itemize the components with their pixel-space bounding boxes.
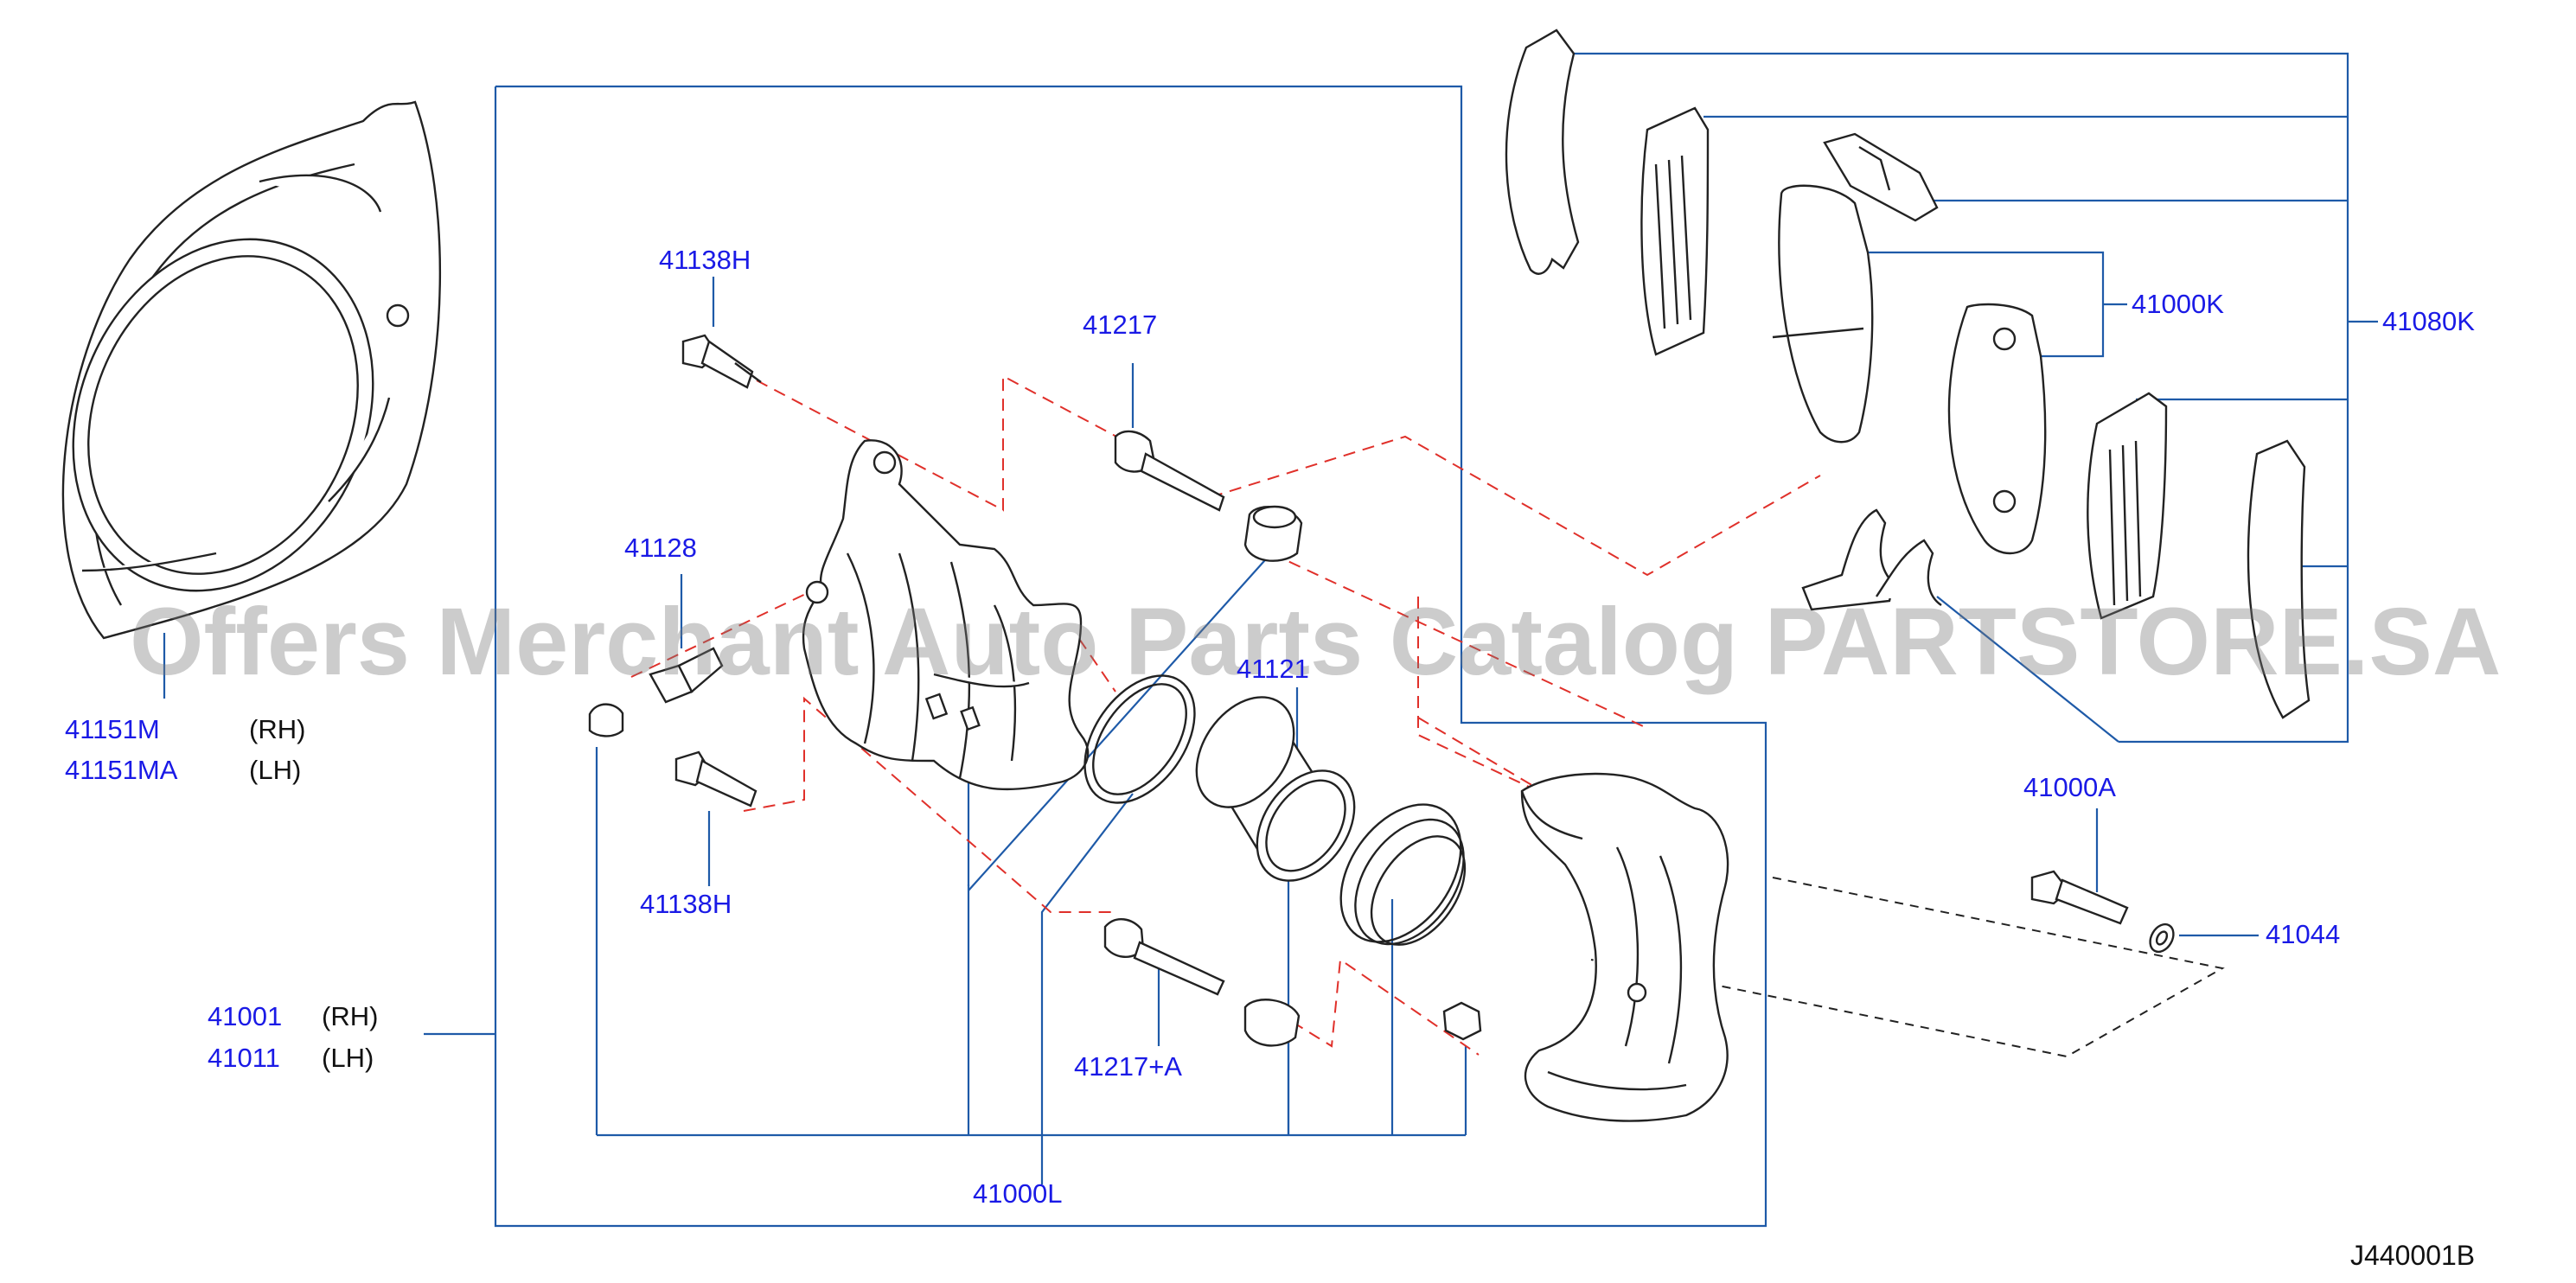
boot-bottom — [1243, 999, 1301, 1047]
label-41151m[interactable]: 41151M — [65, 714, 160, 744]
anti-rattle-clip-top — [1823, 132, 1939, 222]
label-41151ma[interactable]: 41151MA — [65, 755, 178, 785]
torque-member — [1520, 772, 1729, 1122]
shim-2 — [1640, 106, 1710, 356]
label-41011-side: (LH) — [322, 1043, 374, 1073]
pin-bottom — [1103, 918, 1225, 996]
bolt-top — [681, 334, 762, 389]
pad-retainer-clips — [1801, 508, 1942, 611]
shim-3 — [2087, 392, 2168, 620]
watermark: Offers Merchant Auto Parts Catalog PARTS… — [130, 589, 2502, 695]
dust-shield — [61, 100, 442, 640]
label-41128[interactable]: 41128 — [624, 533, 697, 563]
piston-seal — [1083, 674, 1196, 804]
label-41000k[interactable]: 41000K — [2132, 289, 2224, 319]
label-41138h-top[interactable]: 41138H — [659, 245, 751, 275]
piston — [1195, 696, 1356, 882]
bolt-dash-line — [1590, 877, 2225, 1058]
bleeder-cap — [1442, 1001, 1482, 1041]
assembly-dash-lines — [630, 374, 1821, 1056]
label-41000l[interactable]: 41000L — [973, 1178, 1063, 1209]
label-41121[interactable]: 41121 — [1237, 654, 1309, 684]
washer — [2149, 922, 2175, 954]
slide-bolt — [2030, 870, 2129, 925]
pin-top — [1114, 430, 1225, 512]
bolt-bottom — [674, 750, 757, 807]
label-41080k[interactable]: 41080K — [2382, 306, 2475, 336]
diagram-code: J440001B — [2350, 1240, 2476, 1271]
shim-1 — [1505, 29, 1580, 275]
label-41217a[interactable]: 41217+A — [1074, 1051, 1182, 1082]
label-41001[interactable]: 41001 — [208, 1001, 283, 1031]
shim-4 — [2247, 439, 2311, 719]
label-41001-side: (RH) — [322, 1001, 379, 1031]
label-41217[interactable]: 41217 — [1083, 310, 1158, 340]
label-41000a[interactable]: 41000A — [2023, 772, 2116, 802]
pad-inner — [1772, 184, 1874, 444]
piston-boot — [1339, 803, 1467, 946]
label-41151m-side: (RH) — [249, 714, 306, 744]
label-41138h-bottom[interactable]: 41138H — [640, 889, 732, 919]
label-41044[interactable]: 41044 — [2266, 919, 2341, 949]
bleeder — [588, 647, 724, 737]
label-41151ma-side: (LH) — [249, 755, 302, 785]
pad-outer — [1947, 303, 2047, 555]
caliper-body — [802, 439, 1090, 791]
boot-top — [1243, 505, 1303, 562]
label-41011[interactable]: 41011 — [208, 1043, 280, 1073]
